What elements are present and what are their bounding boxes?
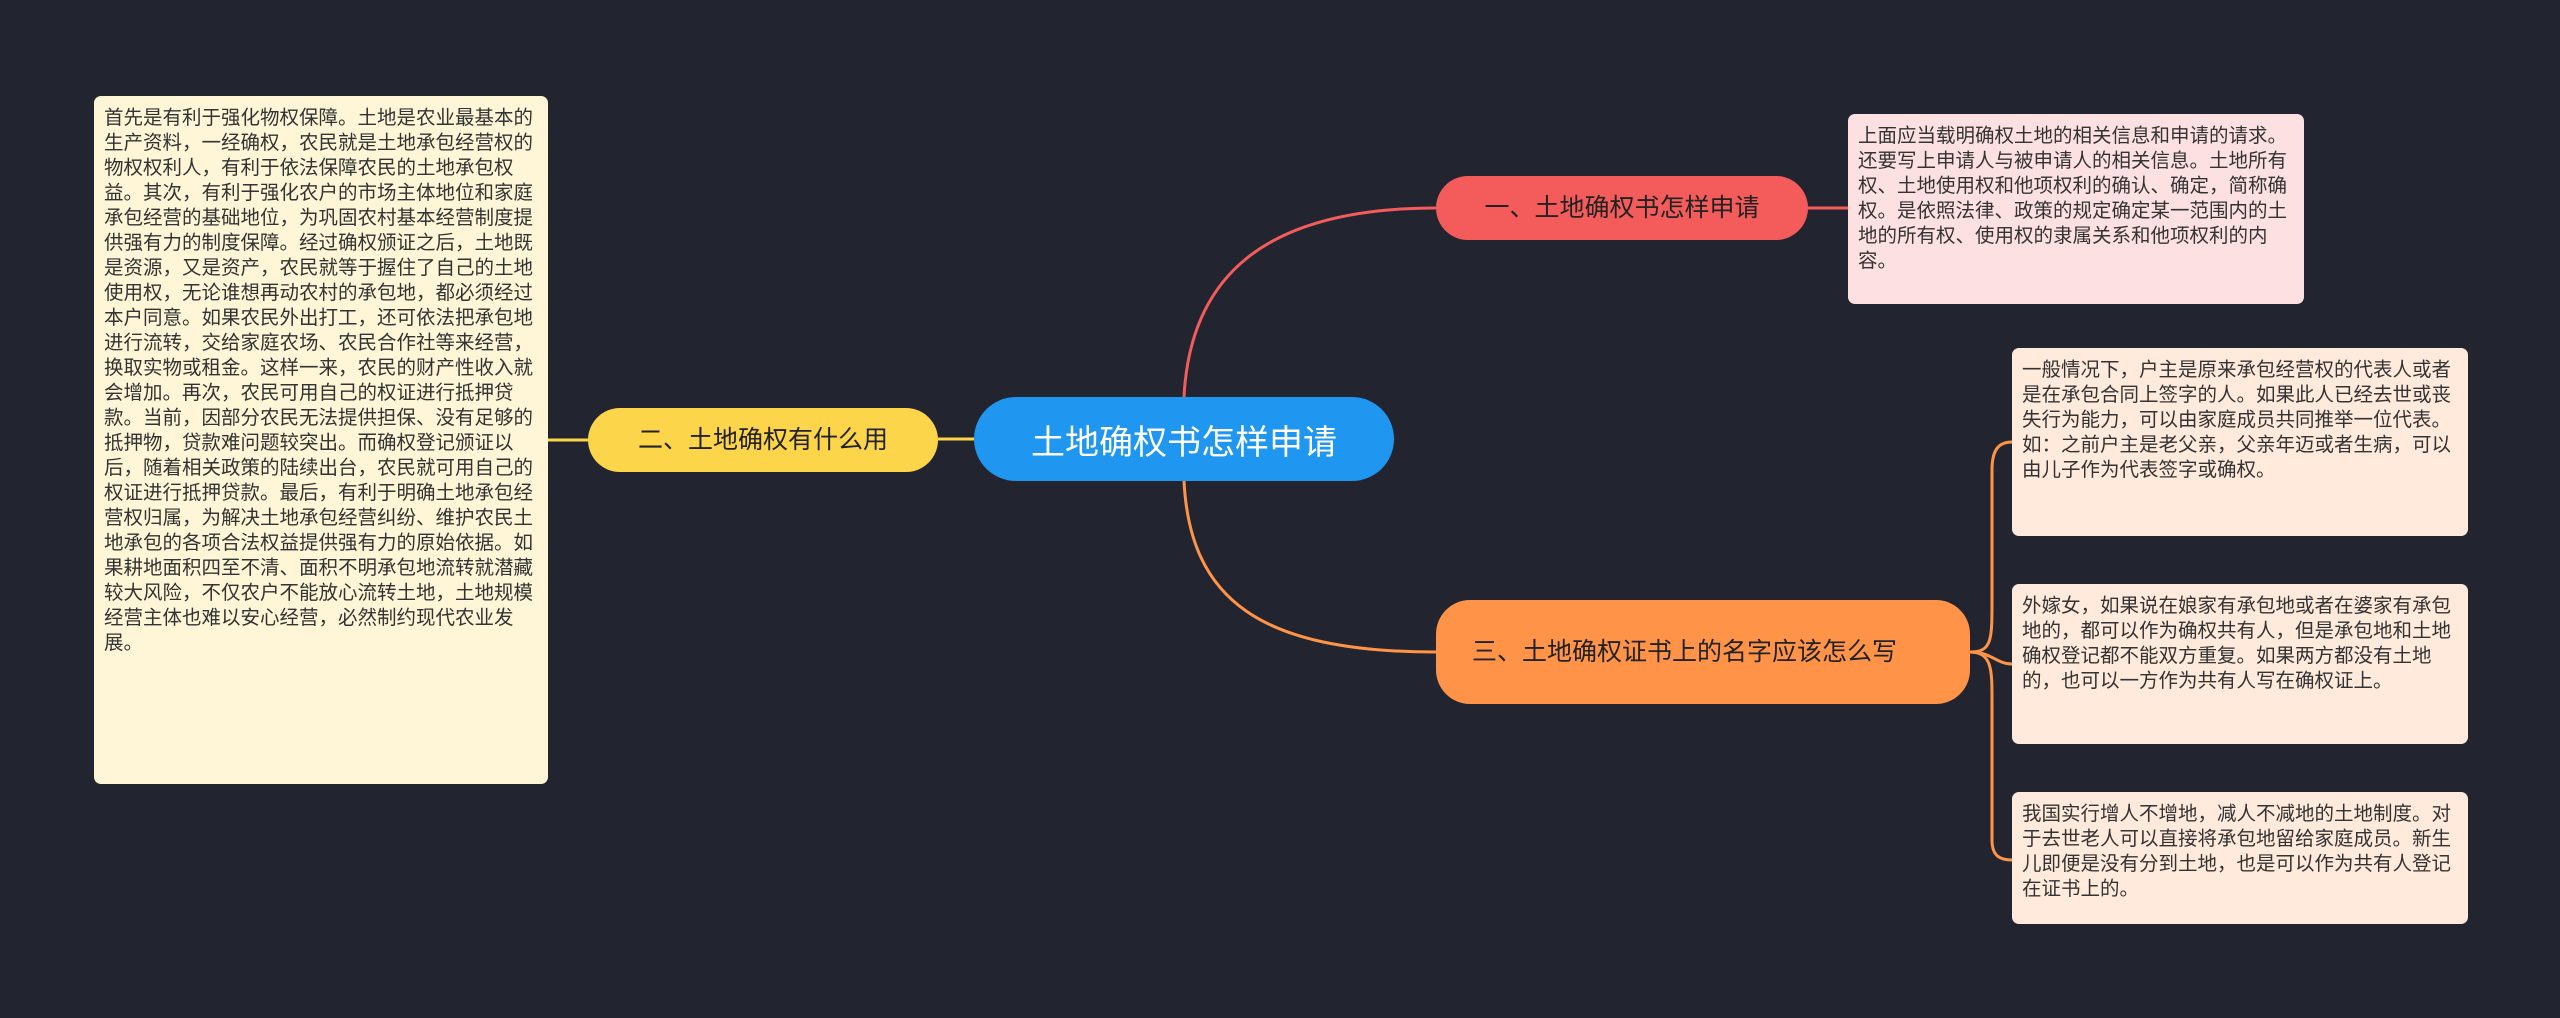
leaf-branch3-note-3[interactable]: 我国实行增人不增地，减人不减地的土地制度。对于去世老人可以直接将承包地留给家庭成… [2012,792,2468,924]
branch-1-label: 一、土地确权书怎样申请 [1484,192,1760,222]
edge-center-to-branch3 [1182,480,1437,654]
leaf-branch1-note[interactable]: 上面应当载明确权土地的相关信息和申请的请求。还要写上申请人与被申请人的相关信息。… [1848,114,2304,304]
branch-2-label: 二、土地确权有什么用 [637,424,888,454]
branch-3[interactable]: 三、土地确权证书上的名字应该怎么写 [1436,600,1970,704]
edge-branch3-to-leaf5 [1969,650,2013,862]
leaf-branch3-note-2[interactable]: 外嫁女，如果说在娘家有承包地或者在婆家有承包地的，都可以作为确权共有人，但是承包… [2012,584,2468,744]
branch-2[interactable]: 二、土地确权有什么用 [588,408,938,472]
center-topic[interactable]: 土地确权书怎样申请 [974,397,1394,481]
branch-3-label: 三、土地确权证书上的名字应该怎么写 [1472,636,1898,666]
leaf-branch2-note[interactable]: 首先是有利于强化物权保障。土地是农业最基本的生产资料，一经确权，农民就是土地承包… [94,96,548,784]
branch-1[interactable]: 一、土地确权书怎样申请 [1436,176,1808,240]
leaf-branch3-note-1[interactable]: 一般情况下，户主是原来承包经营权的代表人或者是在承包合同上签字的人。如果此人已经… [2012,348,2468,536]
center-topic-label: 土地确权书怎样申请 [1031,422,1337,463]
edge-center-to-branch1 [1182,206,1437,398]
edge-branch3-to-leaf3 [1969,440,2013,654]
